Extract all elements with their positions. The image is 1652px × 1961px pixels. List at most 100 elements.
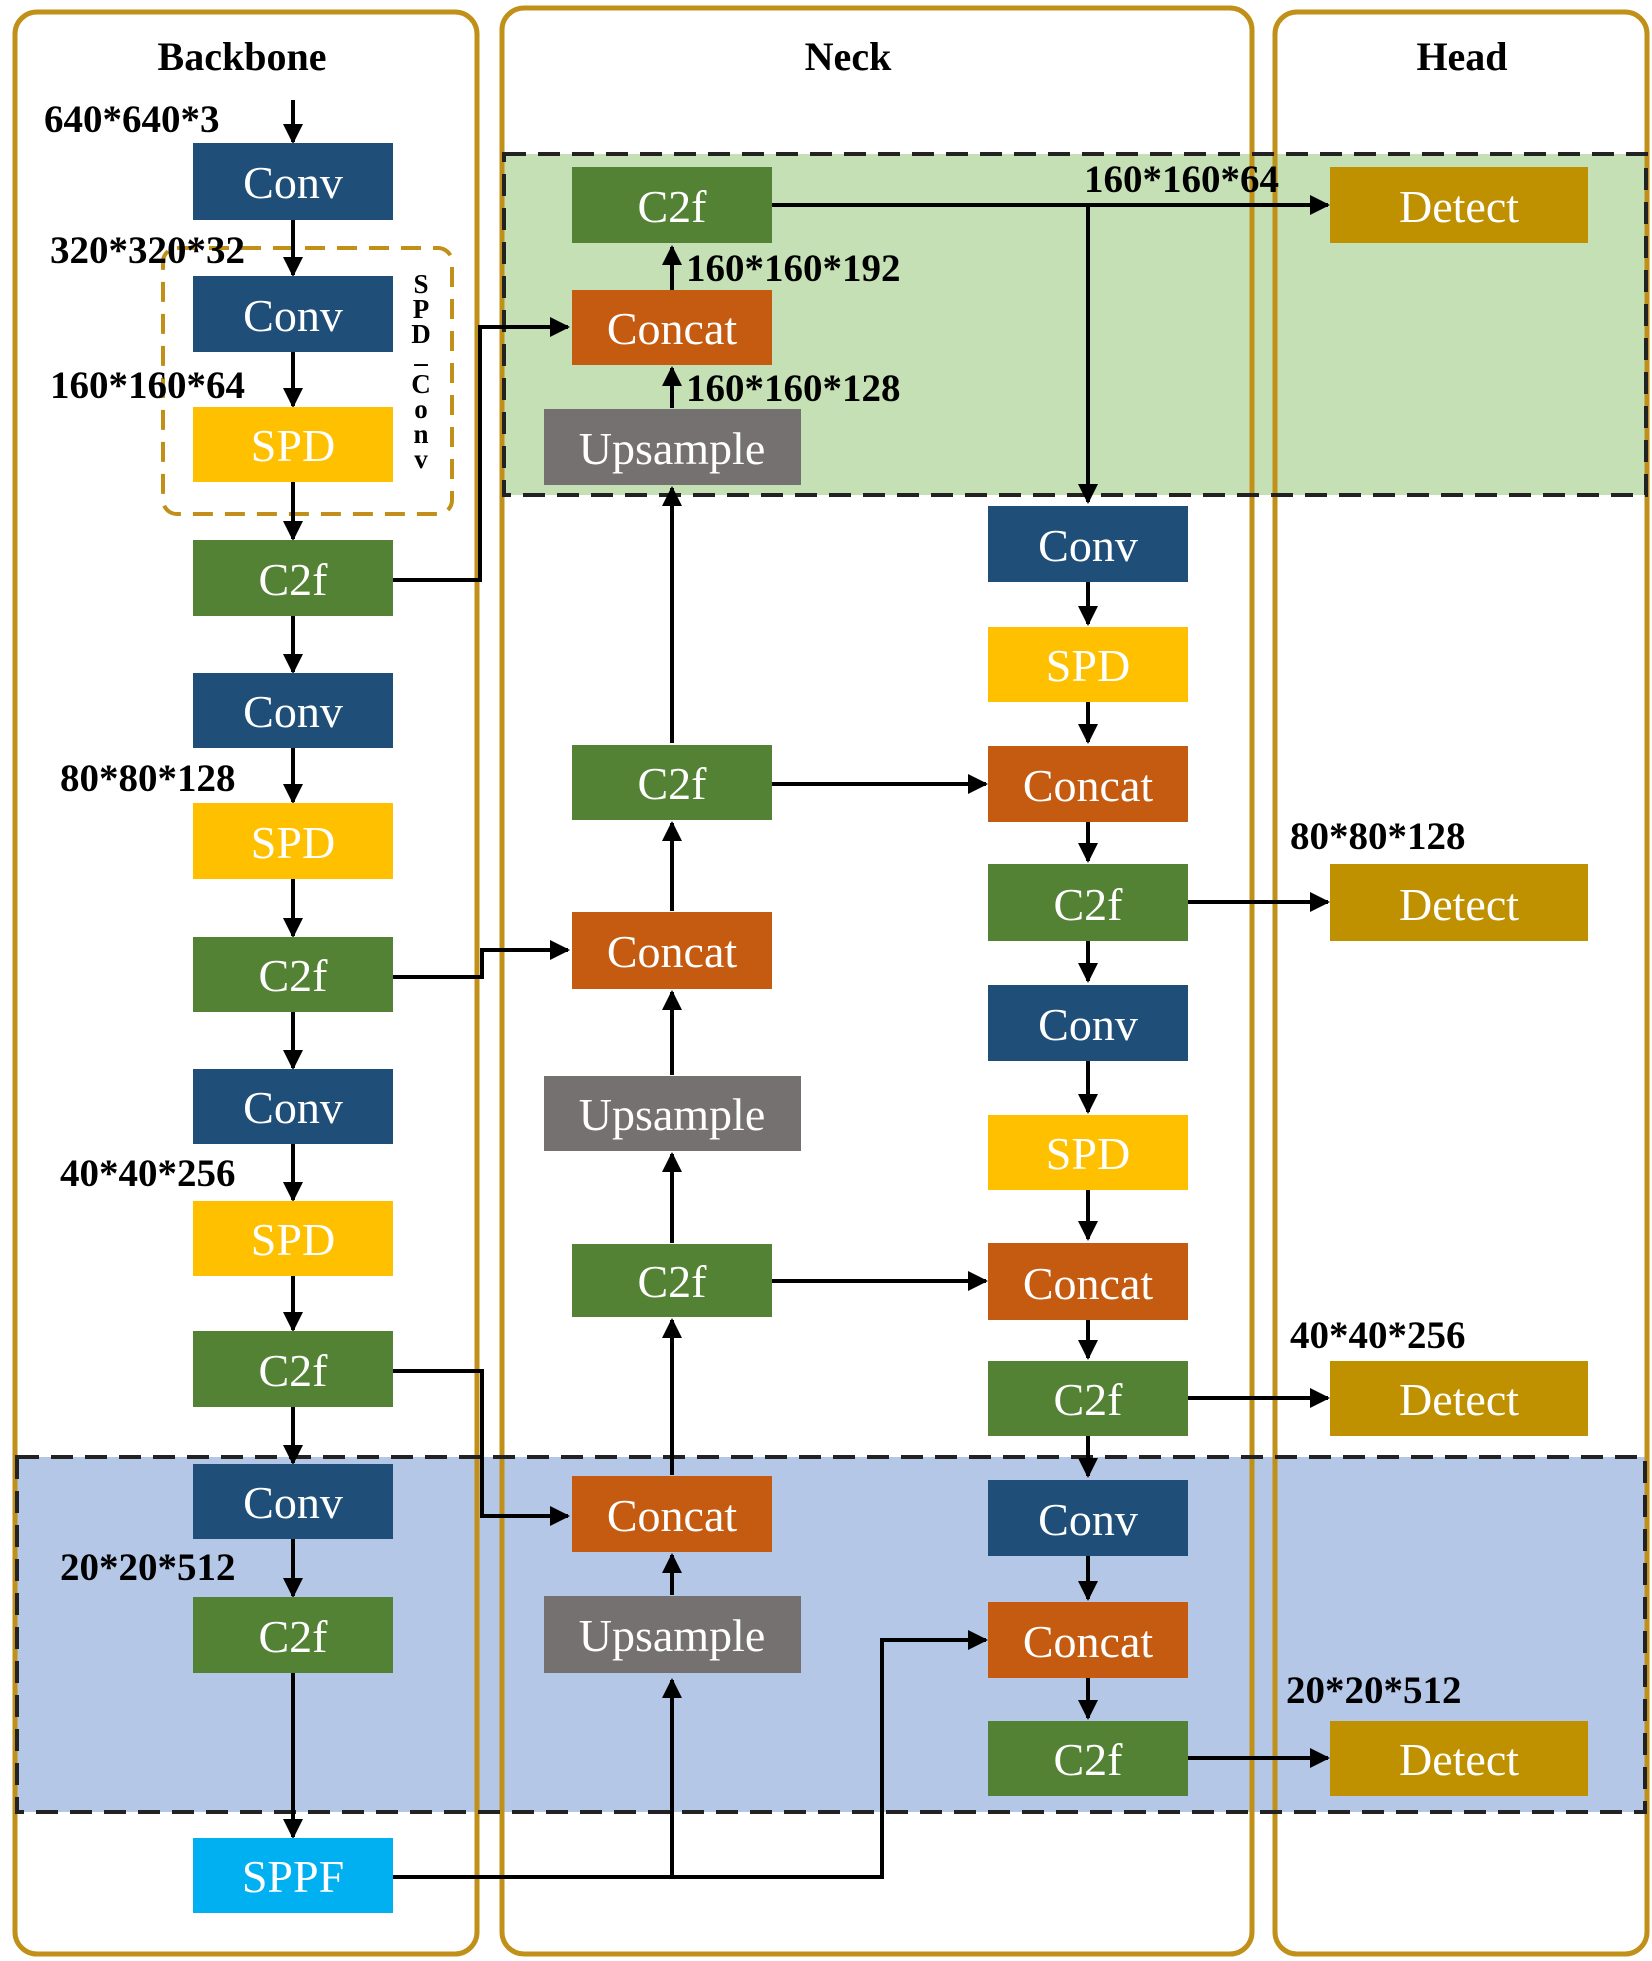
svg-text:C2f: C2f <box>1054 1374 1124 1425</box>
spd-conv-label: S P D _ C o n v <box>411 269 431 474</box>
backbone-c2f-4: C2f <box>193 1597 393 1673</box>
svg-text:Detect: Detect <box>1399 181 1519 232</box>
neck-c2f-low: C2f <box>572 1244 772 1317</box>
svg-text:SPD: SPD <box>251 1214 335 1265</box>
backbone-spd-1: SPD <box>193 407 393 482</box>
spd-conv-group-border <box>161 246 454 516</box>
neck-right-concat-1: Concat <box>988 746 1188 822</box>
backbone-spd-3: SPD <box>193 1201 393 1276</box>
svg-text:Concat: Concat <box>607 1490 738 1541</box>
neck-right-spd-2: SPD <box>988 1115 1188 1190</box>
svg-text:C: C <box>411 369 431 399</box>
svg-text:Upsample: Upsample <box>579 423 766 474</box>
neck-right-spd-1: SPD <box>988 627 1188 702</box>
svg-text:SPD: SPD <box>1046 1128 1130 1179</box>
svg-text:Concat: Concat <box>607 926 738 977</box>
head-dim-20: 20*20*512 <box>1286 1669 1462 1712</box>
svg-text:Concat: Concat <box>1023 1616 1154 1667</box>
backbone-title: Backbone <box>158 34 327 79</box>
svg-text:SPD: SPD <box>251 420 335 471</box>
neck-right-c2f-1: C2f <box>988 864 1188 941</box>
svg-text:C2f: C2f <box>259 1611 329 1662</box>
blue-zone-border <box>15 1455 1647 1814</box>
head-panel <box>1272 9 1650 1957</box>
neck-upsample-low: Upsample <box>544 1596 801 1673</box>
backbone-dim-20: 20*20*512 <box>60 1546 236 1589</box>
svg-text:Conv: Conv <box>1038 1494 1138 1545</box>
head-detect-4: Detect <box>1330 1721 1588 1796</box>
neck-dim-192: 160*160*192 <box>686 247 901 290</box>
backbone-dim-640: 640*640*3 <box>44 98 220 141</box>
svg-text:Detect: Detect <box>1399 879 1519 930</box>
neck-c2f-top: C2f <box>572 167 772 243</box>
svg-text:Detect: Detect <box>1399 1374 1519 1425</box>
svg-text:SPPF: SPPF <box>242 1851 344 1902</box>
backbone-conv-5: Conv <box>193 1464 393 1539</box>
neck-right-conv-2: Conv <box>988 985 1188 1061</box>
neck-concat-top: Concat <box>572 290 772 365</box>
svg-text:C2f: C2f <box>638 758 708 809</box>
head-detect-1: Detect <box>1330 167 1588 243</box>
head-dim-80: 80*80*128 <box>1290 815 1466 858</box>
svg-text:C2f: C2f <box>638 1256 708 1307</box>
neck-right-concat-2: Concat <box>988 1243 1188 1320</box>
svg-text:SPD: SPD <box>251 817 335 868</box>
svg-text:C2f: C2f <box>1054 1734 1124 1785</box>
svg-text:Conv: Conv <box>243 1082 343 1133</box>
head-dim-160: 160*160*64 <box>1084 158 1279 201</box>
head-detect-3: Detect <box>1330 1361 1588 1436</box>
svg-text:Concat: Concat <box>1023 1258 1154 1309</box>
backbone-dim-80: 80*80*128 <box>60 757 236 800</box>
backbone-dim-320: 320*320*32 <box>50 229 245 272</box>
head-detect-2: Detect <box>1330 864 1588 941</box>
svg-text:C2f: C2f <box>259 1345 329 1396</box>
neck-right-concat-3: Concat <box>988 1602 1188 1678</box>
svg-text:o: o <box>414 394 428 424</box>
svg-text:S: S <box>413 269 428 299</box>
neck-concat-mid: Concat <box>572 912 772 989</box>
svg-text:Concat: Concat <box>607 303 738 354</box>
neck-right-conv-3: Conv <box>988 1480 1188 1556</box>
backbone-dim-40: 40*40*256 <box>60 1152 236 1195</box>
backbone-c2f-2: C2f <box>193 937 393 1012</box>
backbone-conv-4: Conv <box>193 1069 393 1144</box>
svg-text:Detect: Detect <box>1399 1734 1519 1785</box>
backbone-sppf: SPPF <box>193 1838 393 1913</box>
neck-panel <box>499 5 1255 1957</box>
neck-right-c2f-3: C2f <box>988 1721 1188 1796</box>
backbone-spd-2: SPD <box>193 803 393 879</box>
svg-text:Conv: Conv <box>243 157 343 208</box>
svg-text:D: D <box>411 319 431 349</box>
neck-title: Neck <box>805 34 892 79</box>
neck-right-c2f-2: C2f <box>988 1361 1188 1436</box>
svg-text:Upsample: Upsample <box>579 1089 766 1140</box>
svg-text:_: _ <box>413 338 428 368</box>
svg-text:Conv: Conv <box>243 290 343 341</box>
head-title: Head <box>1416 34 1507 79</box>
neck-right-conv-1: Conv <box>988 506 1188 582</box>
head-dim-40: 40*40*256 <box>1290 1314 1466 1357</box>
svg-text:SPD: SPD <box>1046 640 1130 691</box>
svg-text:n: n <box>413 419 428 449</box>
neck-upsample-top: Upsample <box>544 409 801 485</box>
green-zone-border <box>502 152 1648 497</box>
backbone-c2f-1: C2f <box>193 540 393 616</box>
neck-c2f-mid: C2f <box>572 745 772 820</box>
neck-upsample-mid: Upsample <box>544 1076 801 1151</box>
svg-text:C2f: C2f <box>259 950 329 1001</box>
svg-text:Conv: Conv <box>1038 999 1138 1050</box>
svg-text:v: v <box>414 444 428 474</box>
backbone-c2f-3: C2f <box>193 1331 393 1407</box>
backbone-conv-2: Conv <box>193 276 393 352</box>
backbone-conv-3: Conv <box>193 673 393 748</box>
svg-text:C2f: C2f <box>638 181 708 232</box>
connectors <box>283 100 1330 1879</box>
svg-text:Upsample: Upsample <box>579 1610 766 1661</box>
backbone-dim-160: 160*160*64 <box>50 364 245 407</box>
neck-concat-low: Concat <box>572 1476 772 1552</box>
neck-dim-128: 160*160*128 <box>686 367 901 410</box>
svg-text:C2f: C2f <box>259 554 329 605</box>
backbone-conv-1: Conv <box>193 143 393 220</box>
